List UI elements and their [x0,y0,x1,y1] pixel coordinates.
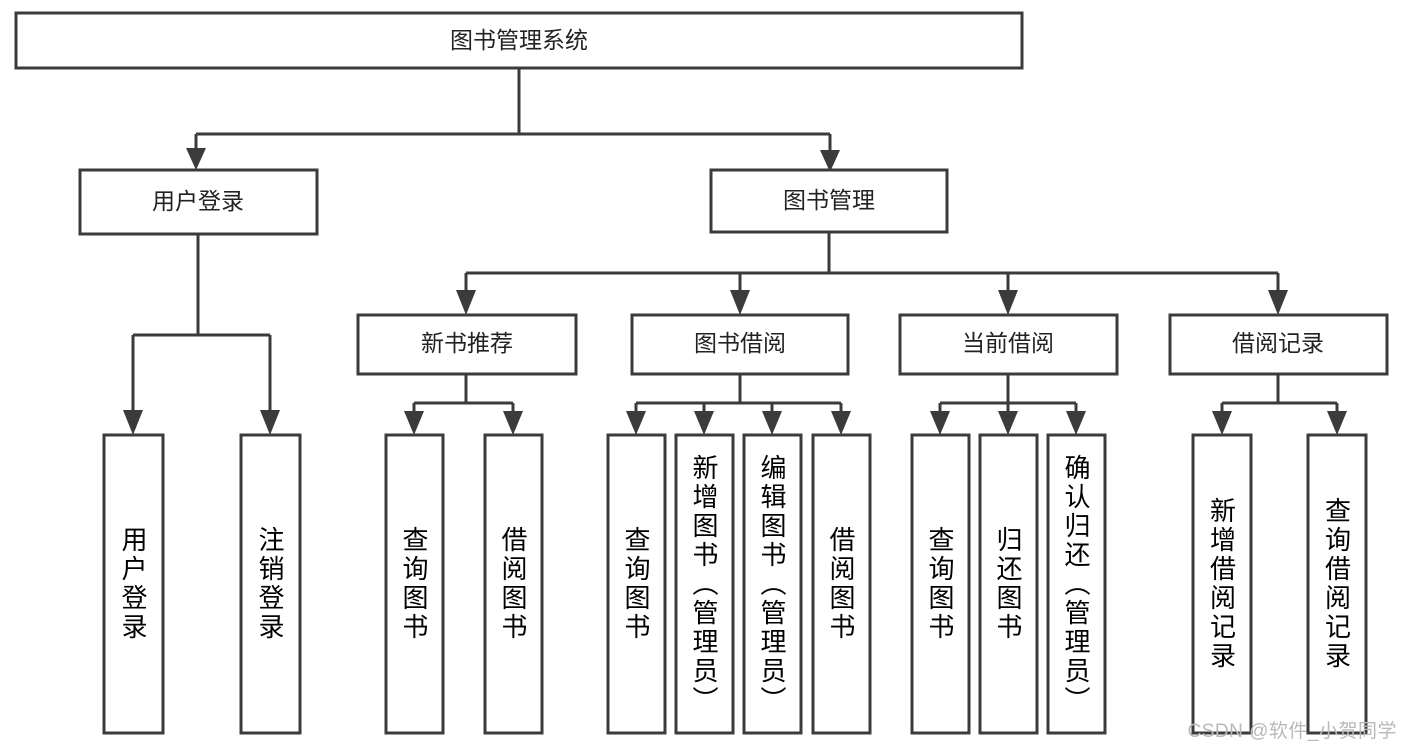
leaf-node-user-login-login[interactable]: 用户登录 [102,433,165,735]
leaf-node-newbook-borrow[interactable]: 借阅图书 [483,433,544,735]
leaf-node-bookborrow-query-label: 查询图书 [621,526,651,642]
arrow-to-new-book-recommend [456,290,476,315]
leaf-node-user-login-logout-label: 注销登录 [255,526,285,642]
arrow-leaf-newbook-2 [503,411,523,435]
leaf-node-user-login-login-box [102,433,165,735]
arrow-leaf-currentborrow-3 [1066,411,1086,435]
leaf-node-borrowrecord-add-label: 新增借阅记录 [1206,497,1237,671]
arrow-leaf-bookborrow-1 [626,411,646,435]
arrow-to-book-mgmt [820,150,840,172]
node-root-system-label: 图书管理系统 [450,27,588,53]
node-book-management-label: 图书管理 [783,187,875,213]
leaf-node-newbook-query-label-wrap: 查询图书 [399,526,429,642]
leaf-node-newbook-query-label: 查询图书 [399,526,429,642]
node-current-borrow-label: 当前借阅 [962,330,1054,356]
arrow-leaf-user-login-2 [260,410,280,435]
arrow-leaf-newbook-1 [404,411,424,435]
leaf-node-bookborrow-query[interactable]: 查询图书 [606,433,667,735]
arrow-leaf-borrowrecord-1 [1212,411,1232,435]
leaf-node-currentborrow-query[interactable]: 查询图书 [910,433,971,735]
node-book-borrow-box [630,313,850,376]
leaf-node-bookborrow-query-box [606,433,667,735]
leaf-node-newbook-borrow-label-wrap: 借阅图书 [498,526,528,642]
leaf-node-currentborrow-confirm-return-box [1046,433,1107,735]
leaf-node-currentborrow-confirm-return-label-wrap: 确认归还（管理员） [1061,453,1091,715]
leaf-node-bookborrow-add-label-wrap: 新增图书（管理员） [689,453,719,715]
leaf-node-user-login-login-label: 用户登录 [118,526,148,642]
leaf-node-user-login-logout-label-wrap: 注销登录 [255,526,285,642]
node-user-login[interactable]: 用户登录 [78,168,319,236]
node-borrow-record[interactable]: 借阅记录 [1168,313,1389,376]
leaf-node-currentborrow-query-box [910,433,971,735]
node-current-borrow[interactable]: 当前借阅 [898,313,1119,376]
leaf-node-bookborrow-edit-box [742,433,803,735]
node-root-system-box [14,11,1024,70]
node-user-login-box [78,168,319,236]
leaf-node-newbook-query-box [384,433,445,735]
connector-group [123,68,1347,435]
leaf-node-currentborrow-return-label-wrap: 归还图书 [993,526,1023,642]
node-new-book-recommend-label: 新书推荐 [421,330,513,356]
node-book-borrow-label: 图书借阅 [694,330,786,356]
arrow-leaf-bookborrow-2 [694,411,714,435]
node-book-borrow[interactable]: 图书借阅 [630,313,850,376]
leaf-node-bookborrow-add-box [674,433,735,735]
leaf-node-bookborrow-query-label-wrap: 查询图书 [621,526,651,642]
leaf-node-currentborrow-return-label: 归还图书 [993,526,1023,642]
arrow-to-user-login [186,148,206,170]
arrow-leaf-currentborrow-1 [930,411,950,435]
arrow-to-current-borrow [998,290,1018,315]
node-user-login-label: 用户登录 [152,188,244,214]
leaf-node-user-login-logout-box [239,433,302,735]
arrow-leaf-currentborrow-2 [998,411,1018,435]
arrow-leaf-bookborrow-3 [762,411,782,435]
leaf-node-borrowrecord-query-label-wrap: 查询借阅记录 [1321,497,1352,671]
leaf-node-borrowrecord-add-box [1191,433,1253,735]
leaf-node-newbook-borrow-box [483,433,544,735]
leaf-node-bookborrow-edit-label: 编辑图书（管理员） [757,453,787,715]
arrow-leaf-bookborrow-4 [831,411,851,435]
leaf-node-borrowrecord-query[interactable]: 查询借阅记录 [1306,433,1368,735]
node-new-book-recommend-box [356,313,578,376]
arrow-leaf-user-login-1 [123,410,143,435]
leaf-node-currentborrow-return-box [978,433,1039,735]
node-new-book-recommend[interactable]: 新书推荐 [356,313,578,376]
leaf-node-currentborrow-confirm-return[interactable]: 确认归还（管理员） [1046,433,1107,735]
node-borrow-record-box [1168,313,1389,376]
node-current-borrow-box [898,313,1119,376]
leaf-node-newbook-borrow-label: 借阅图书 [498,526,528,642]
arrow-to-borrow-record [1268,290,1288,315]
leaf-node-bookborrow-add-label: 新增图书（管理员） [689,453,719,715]
node-book-management-box [709,168,949,234]
leaf-node-bookborrow-borrow-label: 借阅图书 [826,526,856,642]
leaf-node-user-login-logout[interactable]: 注销登录 [239,433,302,735]
arrow-to-book-borrow [730,290,750,315]
leaf-node-bookborrow-borrow[interactable]: 借阅图书 [811,433,872,735]
leaf-node-newbook-query[interactable]: 查询图书 [384,433,445,735]
leaf-node-currentborrow-query-label: 查询图书 [925,526,955,642]
leaf-node-bookborrow-edit-label-wrap: 编辑图书（管理员） [757,453,787,715]
leaf-node-bookborrow-edit[interactable]: 编辑图书（管理员） [742,433,803,735]
node-book-management[interactable]: 图书管理 [709,168,949,234]
leaf-node-bookborrow-add[interactable]: 新增图书（管理员） [674,433,735,735]
leaf-node-borrowrecord-query-box [1306,433,1368,735]
leaf-node-currentborrow-confirm-return-label: 确认归还（管理员） [1061,453,1091,715]
leaf-node-bookborrow-borrow-box [811,433,872,735]
leaf-node-borrowrecord-query-label: 查询借阅记录 [1321,497,1352,671]
arrow-leaf-borrowrecord-2 [1327,411,1347,435]
node-borrow-record-label: 借阅记录 [1232,330,1324,356]
leaf-node-currentborrow-return[interactable]: 归还图书 [978,433,1039,735]
leaf-node-currentborrow-query-label-wrap: 查询图书 [925,526,955,642]
leaf-node-user-login-login-label-wrap: 用户登录 [118,526,148,642]
node-root-system[interactable]: 图书管理系统 [14,11,1024,70]
leaf-node-bookborrow-borrow-label-wrap: 借阅图书 [826,526,856,642]
leaf-node-borrowrecord-add[interactable]: 新增借阅记录 [1191,433,1253,735]
leaf-node-borrowrecord-add-label-wrap: 新增借阅记录 [1206,497,1237,671]
